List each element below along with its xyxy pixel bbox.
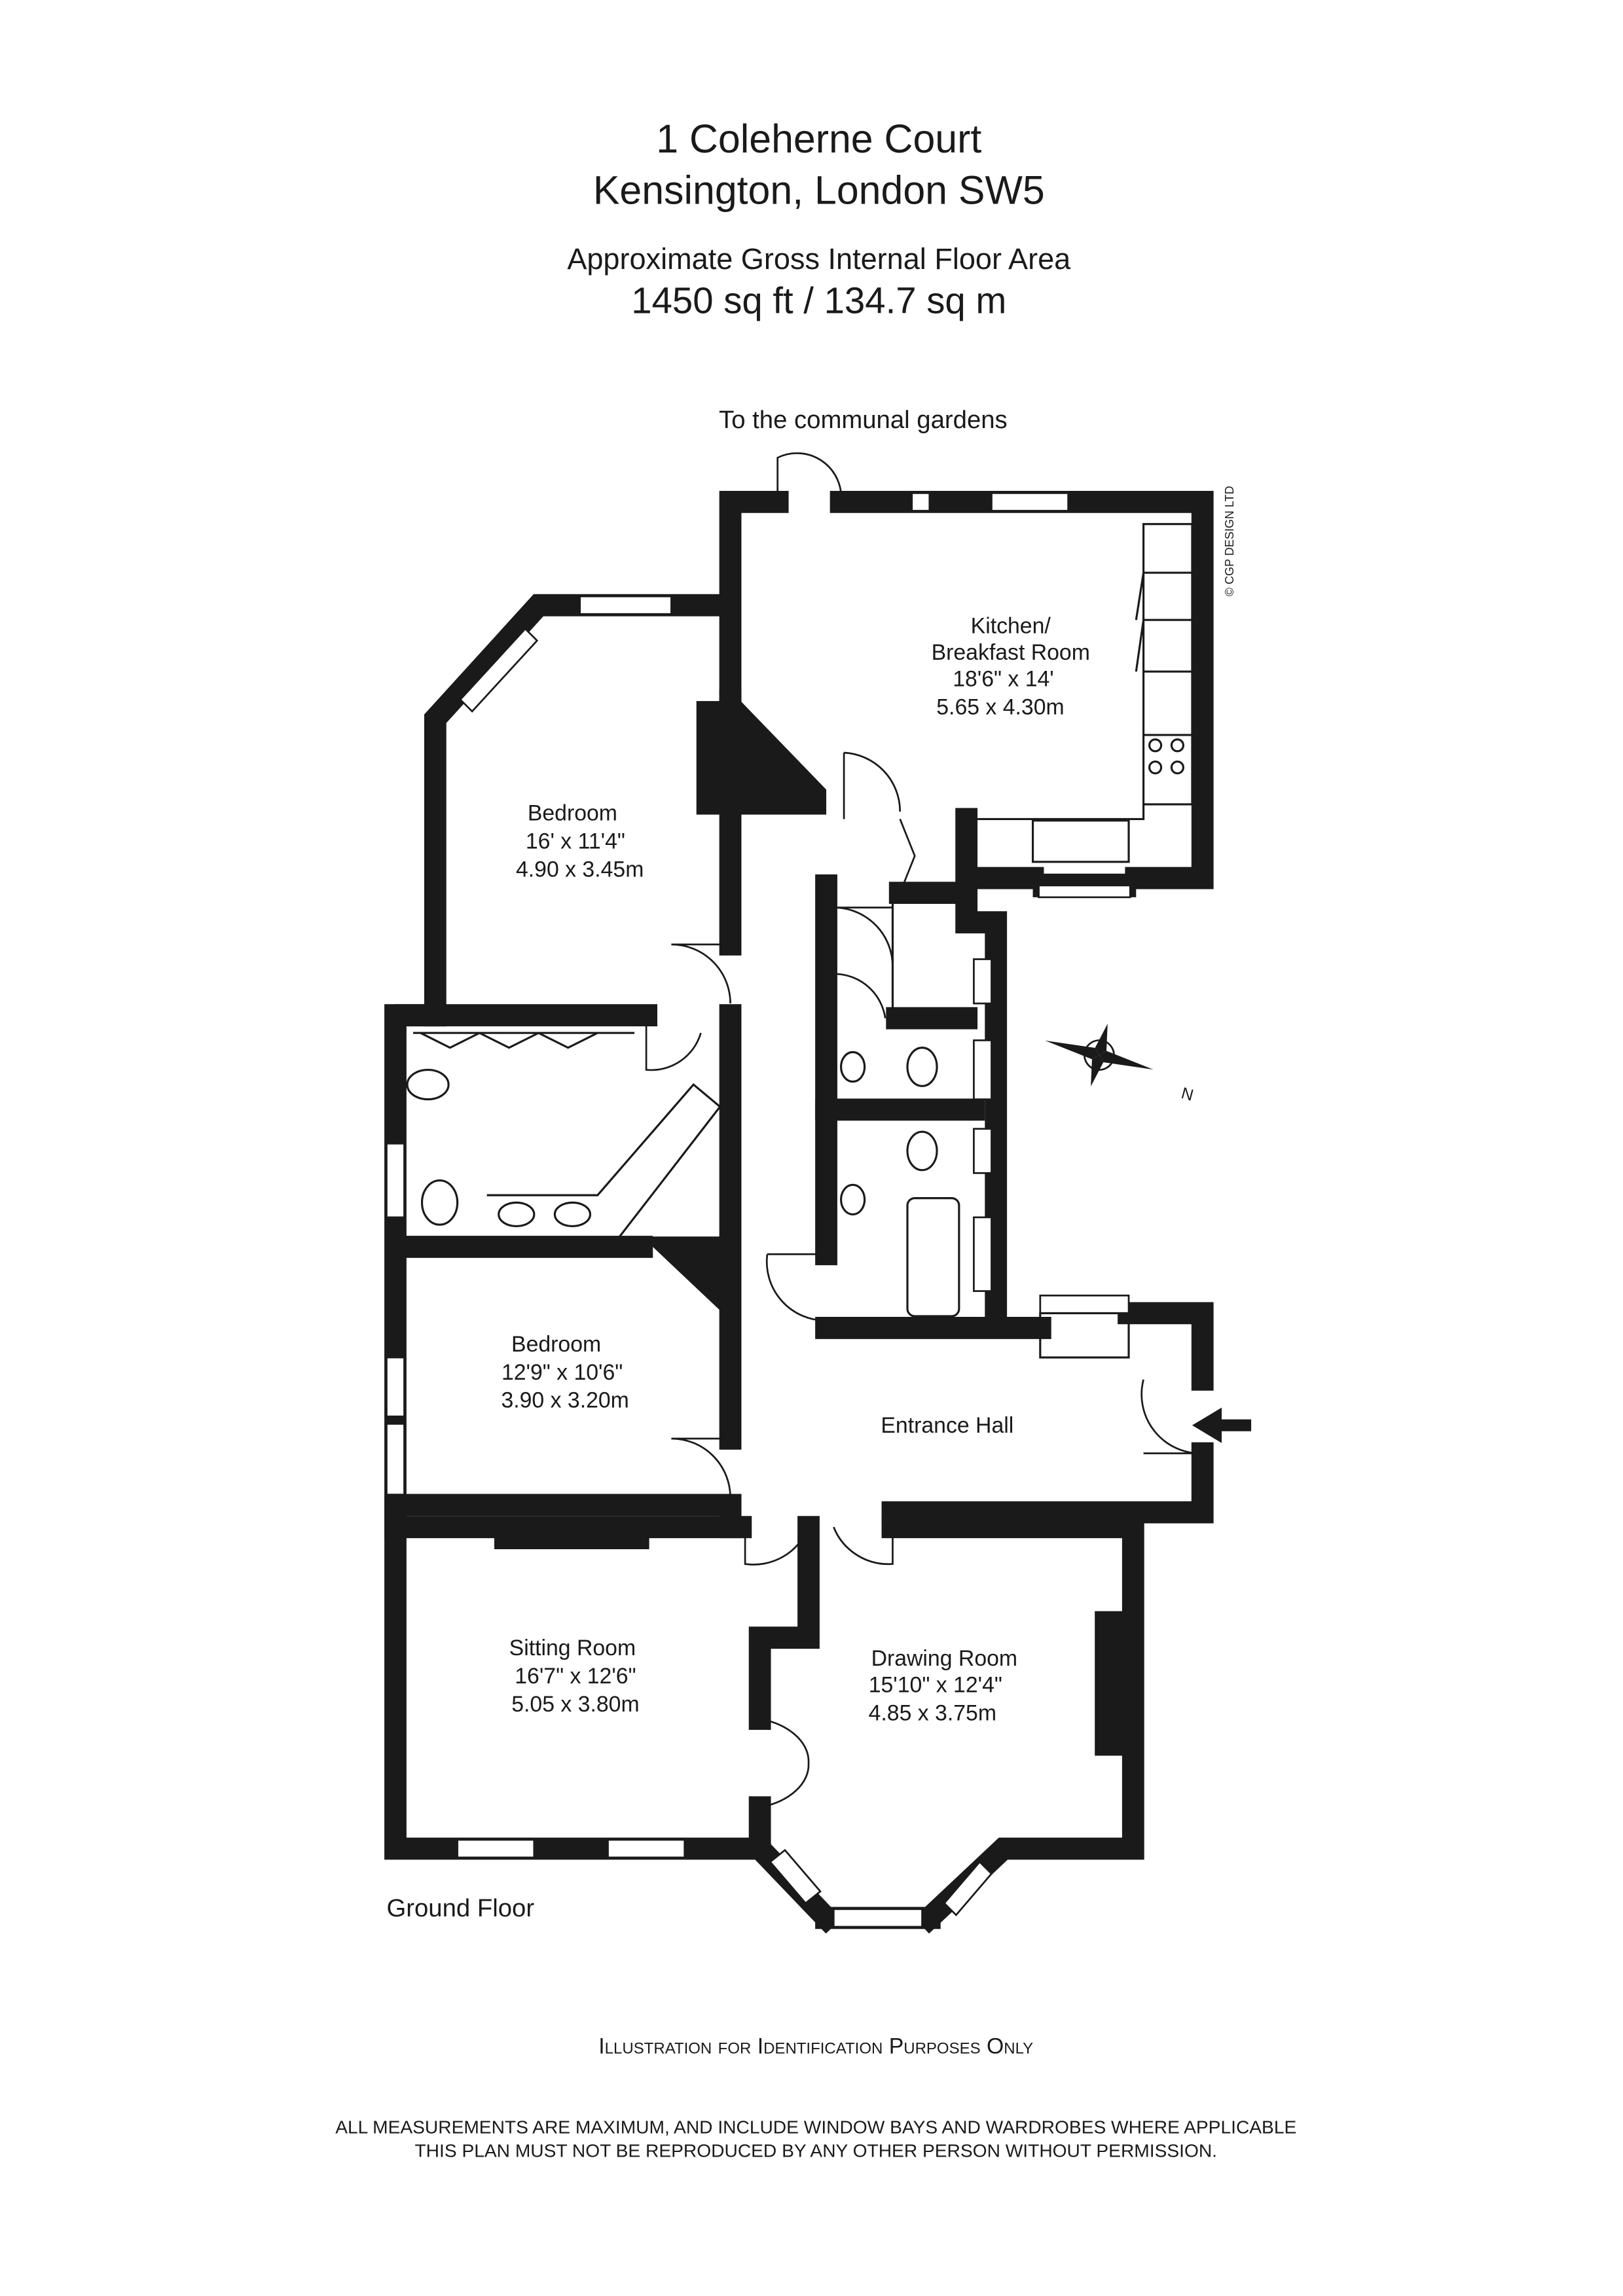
svg-text:Bedroom: Bedroom bbox=[528, 801, 617, 826]
address-line-1: 1 Coleherne Court bbox=[656, 117, 981, 161]
svg-text:12'9" x 10'6": 12'9" x 10'6" bbox=[501, 1360, 623, 1385]
garden-note: To the communal gardens bbox=[719, 406, 1008, 434]
svg-text:4.90 x 3.45m: 4.90 x 3.45m bbox=[516, 857, 644, 882]
room-bedroom-1: Bedroom 16' x 11'4" 4.90 x 3.45m bbox=[516, 801, 644, 882]
svg-text:Breakfast Room: Breakfast Room bbox=[932, 640, 1090, 665]
svg-text:5.65 x 4.30m: 5.65 x 4.30m bbox=[936, 694, 1064, 719]
compass-icon bbox=[1045, 1024, 1154, 1086]
illustration-note: Illustration for Identification Purposes… bbox=[598, 2034, 1033, 2059]
room-entrance-hall: Entrance Hall bbox=[881, 1413, 1013, 1438]
svg-text:Bedroom: Bedroom bbox=[511, 1332, 601, 1357]
svg-text:16' x 11'4": 16' x 11'4" bbox=[526, 829, 625, 854]
svg-text:4.85 x 3.75m: 4.85 x 3.75m bbox=[869, 1700, 996, 1725]
doors bbox=[645, 452, 1203, 1808]
svg-text:Sitting Room: Sitting Room bbox=[509, 1636, 636, 1660]
fixtures bbox=[406, 523, 1194, 1318]
copyright-note: © CGP DESIGN LTD bbox=[1223, 486, 1236, 596]
room-bedroom-2: Bedroom 12'9" x 10'6" 3.90 x 3.20m bbox=[501, 1332, 629, 1413]
svg-text:Kitchen/: Kitchen/ bbox=[971, 613, 1051, 638]
svg-text:16'7" x 12'6": 16'7" x 12'6" bbox=[515, 1664, 636, 1689]
basin-icon bbox=[839, 1050, 866, 1083]
floor-label: Ground Floor bbox=[386, 1894, 534, 1922]
compass-north-label: N bbox=[1179, 1085, 1195, 1105]
toilet-icon bbox=[420, 1179, 459, 1226]
basin-icon bbox=[839, 1183, 866, 1215]
area-label: Approximate Gross Internal Floor Area bbox=[567, 242, 1071, 276]
hob-icon bbox=[1148, 738, 1184, 775]
windows bbox=[386, 492, 1131, 1928]
disclaimer-line-2: THIS PLAN MUST NOT BE REPRODUCED BY ANY … bbox=[414, 2140, 1217, 2161]
svg-text:18'6" x 14': 18'6" x 14' bbox=[953, 667, 1054, 692]
area-value: 1450 sq ft / 134.7 sq m bbox=[631, 279, 1006, 321]
room-drawing-room: Drawing Room 15'10" x 12'4" 4.85 x 3.75m bbox=[869, 1646, 1017, 1725]
svg-text:15'10" x 12'4": 15'10" x 12'4" bbox=[869, 1673, 1002, 1698]
bath-icon bbox=[906, 1197, 960, 1318]
basin-icon bbox=[498, 1201, 536, 1228]
address-line-2: Kensington, London SW5 bbox=[593, 168, 1045, 213]
basin-icon bbox=[553, 1201, 592, 1228]
svg-text:3.90 x 3.20m: 3.90 x 3.20m bbox=[501, 1388, 629, 1413]
room-kitchen: Kitchen/ Breakfast Room 18'6" x 14' 5.65… bbox=[932, 613, 1090, 719]
svg-text:Drawing Room: Drawing Room bbox=[871, 1646, 1018, 1671]
room-sitting-room: Sitting Room 16'7" x 12'6" 5.05 x 3.80m bbox=[509, 1636, 640, 1717]
bidet-icon bbox=[406, 1068, 450, 1101]
entrance-arrow-icon bbox=[1192, 1407, 1252, 1443]
sink-icon bbox=[1031, 819, 1130, 863]
disclaimer-line-1: ALL MEASUREMENTS ARE MAXIMUM, AND INCLUD… bbox=[335, 2116, 1296, 2137]
toilet-icon bbox=[906, 1130, 938, 1172]
svg-text:5.05 x 3.80m: 5.05 x 3.80m bbox=[511, 1692, 639, 1717]
toilet-icon bbox=[906, 1047, 938, 1087]
